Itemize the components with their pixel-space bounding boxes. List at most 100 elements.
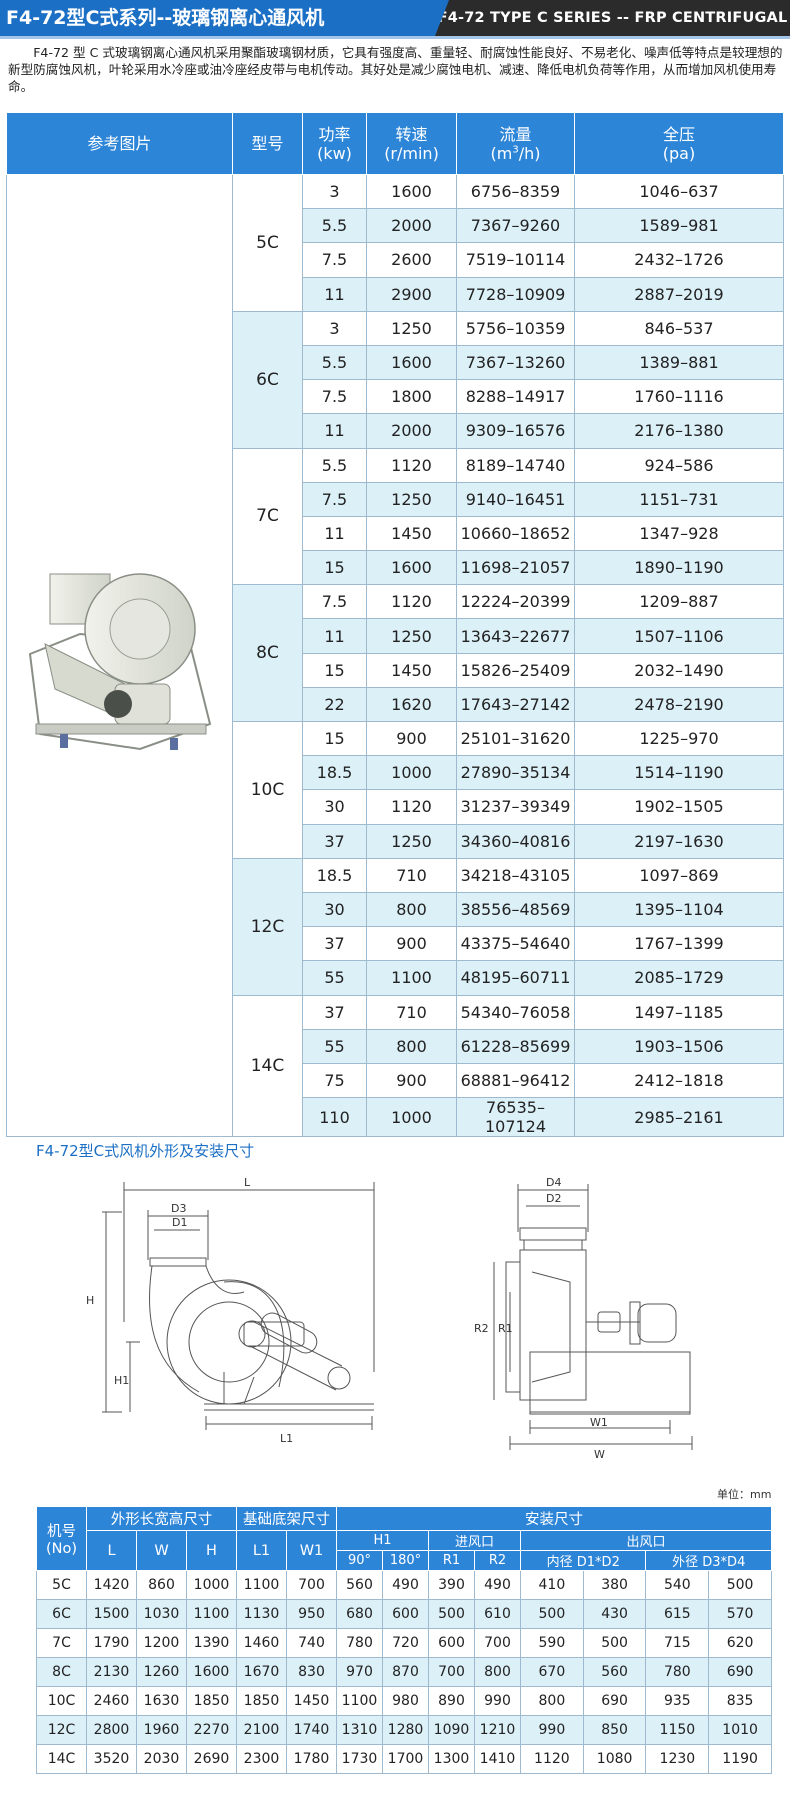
dim-value-cell: 410 <box>520 1570 584 1600</box>
power-cell: 15 <box>302 550 367 586</box>
dim-value-cell: 1210 <box>474 1715 521 1745</box>
dim-label-D2: D2 <box>546 1192 561 1205</box>
col-power: 功率(kw) <box>302 112 367 175</box>
dim-value-cell: 610 <box>474 1599 521 1629</box>
dim-label-W: W <box>594 1448 605 1461</box>
speed-cell: 900 <box>366 1062 457 1099</box>
flow-cell: 61228–85699 <box>456 1028 575 1064</box>
power-cell: 7.5 <box>302 242 367 278</box>
flow-cell: 6756–8359 <box>456 173 575 210</box>
pressure-cell: 924–586 <box>574 447 784 483</box>
pressure-cell: 1760–1116 <box>574 379 784 415</box>
dim-value-cell: 1280 <box>382 1715 429 1745</box>
speed-cell: 1120 <box>366 447 457 483</box>
dim-header-row-3: 90° 180° R1 R2 内径 D1*D2 外径 D3*D4 <box>37 1550 772 1571</box>
dim-value-cell: 700 <box>286 1570 337 1600</box>
col-W: W <box>136 1530 187 1571</box>
dim-value-cell: 1410 <box>474 1744 521 1774</box>
dim-value-cell: 1500 <box>86 1599 137 1629</box>
power-cell: 7.5 <box>302 481 367 517</box>
col-deg180: 180° <box>382 1550 429 1571</box>
flow-cell: 15826–25409 <box>456 652 575 688</box>
dim-value-cell: 2030 <box>136 1744 187 1774</box>
dim-value-cell: 1740 <box>286 1715 337 1745</box>
dim-value-cell: 890 <box>428 1686 475 1716</box>
flow-cell: 7519–10114 <box>456 242 575 278</box>
power-cell: 30 <box>302 789 367 825</box>
model-cell: 7C <box>232 447 303 586</box>
flow-unit-post: /h) <box>518 143 541 163</box>
col-flow: 流量(m3/h) <box>456 112 575 175</box>
dim-value-cell: 2100 <box>236 1715 287 1745</box>
flow-cell: 43375–54640 <box>456 926 575 962</box>
col-speed: 转速(r/min) <box>366 112 457 175</box>
dim-header-row-2: L W H L1 W1 H1 进风口 出风口 <box>37 1530 772 1571</box>
dim-value-cell: 1090 <box>428 1715 475 1745</box>
flow-cell: 7728–10909 <box>456 276 575 312</box>
dim-value-cell: 1100 <box>186 1599 237 1629</box>
dim-value-cell: 620 <box>708 1628 772 1658</box>
dim-value-cell: 560 <box>582 1657 647 1687</box>
pressure-cell: 2176–1380 <box>574 413 784 449</box>
dim-value-cell: 2800 <box>86 1715 137 1745</box>
dim-value-cell: 1630 <box>136 1686 187 1716</box>
dim-value-cell: 1600 <box>186 1657 237 1687</box>
dim-label-L: L <box>244 1176 251 1189</box>
power-unit: (kw) <box>317 143 352 163</box>
machine-no-en: (No) <box>45 1541 78 1557</box>
dim-label-D3: D3 <box>171 1202 186 1215</box>
dim-value-cell: 2460 <box>86 1686 137 1716</box>
power-cell: 110 <box>302 1097 367 1138</box>
pressure-cell: 1507–1106 <box>574 618 784 654</box>
dim-value-cell: 950 <box>286 1599 337 1629</box>
col-R1: R1 <box>428 1550 475 1571</box>
dim-value-cell: 1300 <box>428 1744 475 1774</box>
dim-machine-no-cell: 8C <box>36 1657 87 1687</box>
dim-value-cell: 1100 <box>336 1686 383 1716</box>
col-base: 基础底架尺寸 <box>236 1506 337 1531</box>
speed-cell: 1250 <box>366 823 457 859</box>
flow-cell: 25101–31620 <box>456 720 575 757</box>
dim-value-cell: 600 <box>428 1628 475 1658</box>
dim-value-cell: 800 <box>520 1686 584 1716</box>
dim-value-cell: 1030 <box>136 1599 187 1629</box>
pressure-cell: 1395–1104 <box>574 891 784 928</box>
model-cell: 12C <box>232 857 303 996</box>
dim-value-cell: 970 <box>336 1657 383 1687</box>
dim-label-L1: L1 <box>280 1432 293 1445</box>
pressure-cell: 1890–1190 <box>574 550 784 586</box>
power-cell: 37 <box>302 926 367 962</box>
flow-cell: 7367–9260 <box>456 208 575 244</box>
dim-value-cell: 560 <box>336 1570 383 1600</box>
model-cell: 5C <box>232 174 303 312</box>
speed-label: 转速 <box>395 124 428 144</box>
flow-cell: 54340–76058 <box>456 994 575 1030</box>
dim-value-cell: 1450 <box>286 1686 337 1716</box>
page-title: F4-72型C式系列--玻璃钢离心通风机 <box>6 7 325 29</box>
pressure-cell: 1151–731 <box>574 481 784 517</box>
dim-value-cell: 390 <box>428 1570 475 1600</box>
pressure-cell: 2985–2161 <box>574 1097 784 1138</box>
flow-cell: 9140–16451 <box>456 481 575 517</box>
side-view-drawing: L D3 D1 H H1 L1 <box>86 1176 375 1445</box>
flow-cell: 13643–22677 <box>456 618 575 654</box>
speed-cell: 800 <box>366 891 457 928</box>
speed-cell: 1120 <box>366 789 457 825</box>
dim-value-cell: 570 <box>708 1599 772 1629</box>
dim-value-cell: 490 <box>382 1570 429 1600</box>
col-deg90: 90° <box>336 1550 383 1571</box>
dim-value-cell: 615 <box>645 1599 710 1629</box>
col-H1: H1 <box>336 1530 429 1551</box>
